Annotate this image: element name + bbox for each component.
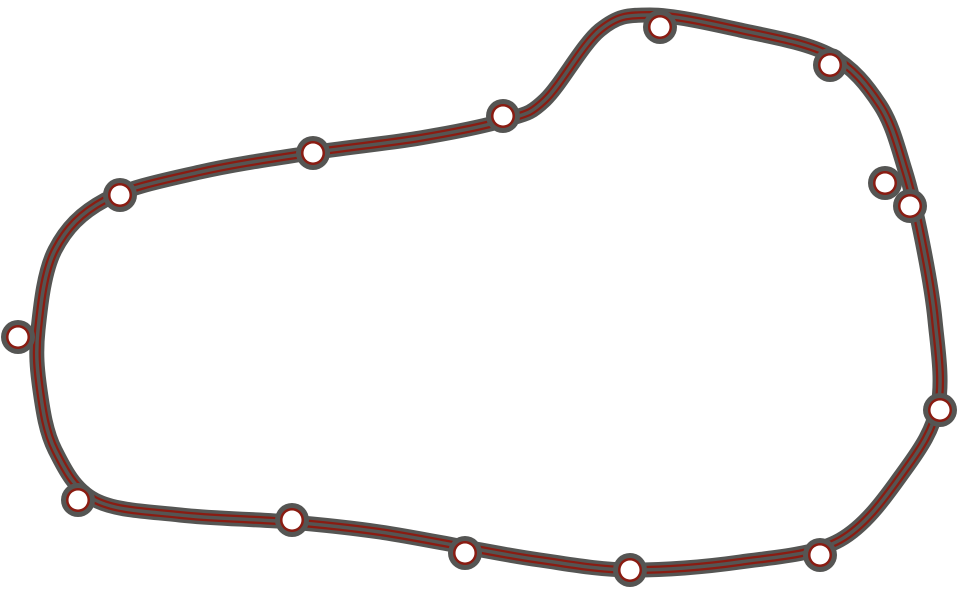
bolt-hole	[486, 99, 520, 133]
gasket-body	[29, 7, 948, 578]
bolt-hole	[275, 503, 309, 537]
bead-divider	[35, 13, 942, 572]
gasket-band	[29, 7, 948, 578]
bolt-hole	[296, 136, 330, 170]
bolt-hole	[803, 538, 837, 572]
bolt-hole	[61, 483, 95, 517]
gasket-bolt-holes	[1, 10, 957, 587]
bolt-hole	[613, 553, 647, 587]
bolt-hole	[448, 536, 482, 570]
bolt-hole	[923, 393, 957, 427]
bolt-hole	[893, 189, 927, 223]
bolt-hole	[813, 48, 847, 82]
bolt-hole	[643, 10, 677, 44]
bolt-hole	[1, 320, 35, 354]
bolt-hole	[868, 166, 902, 200]
sealing-bead	[32, 11, 945, 575]
bolt-hole	[103, 178, 137, 212]
